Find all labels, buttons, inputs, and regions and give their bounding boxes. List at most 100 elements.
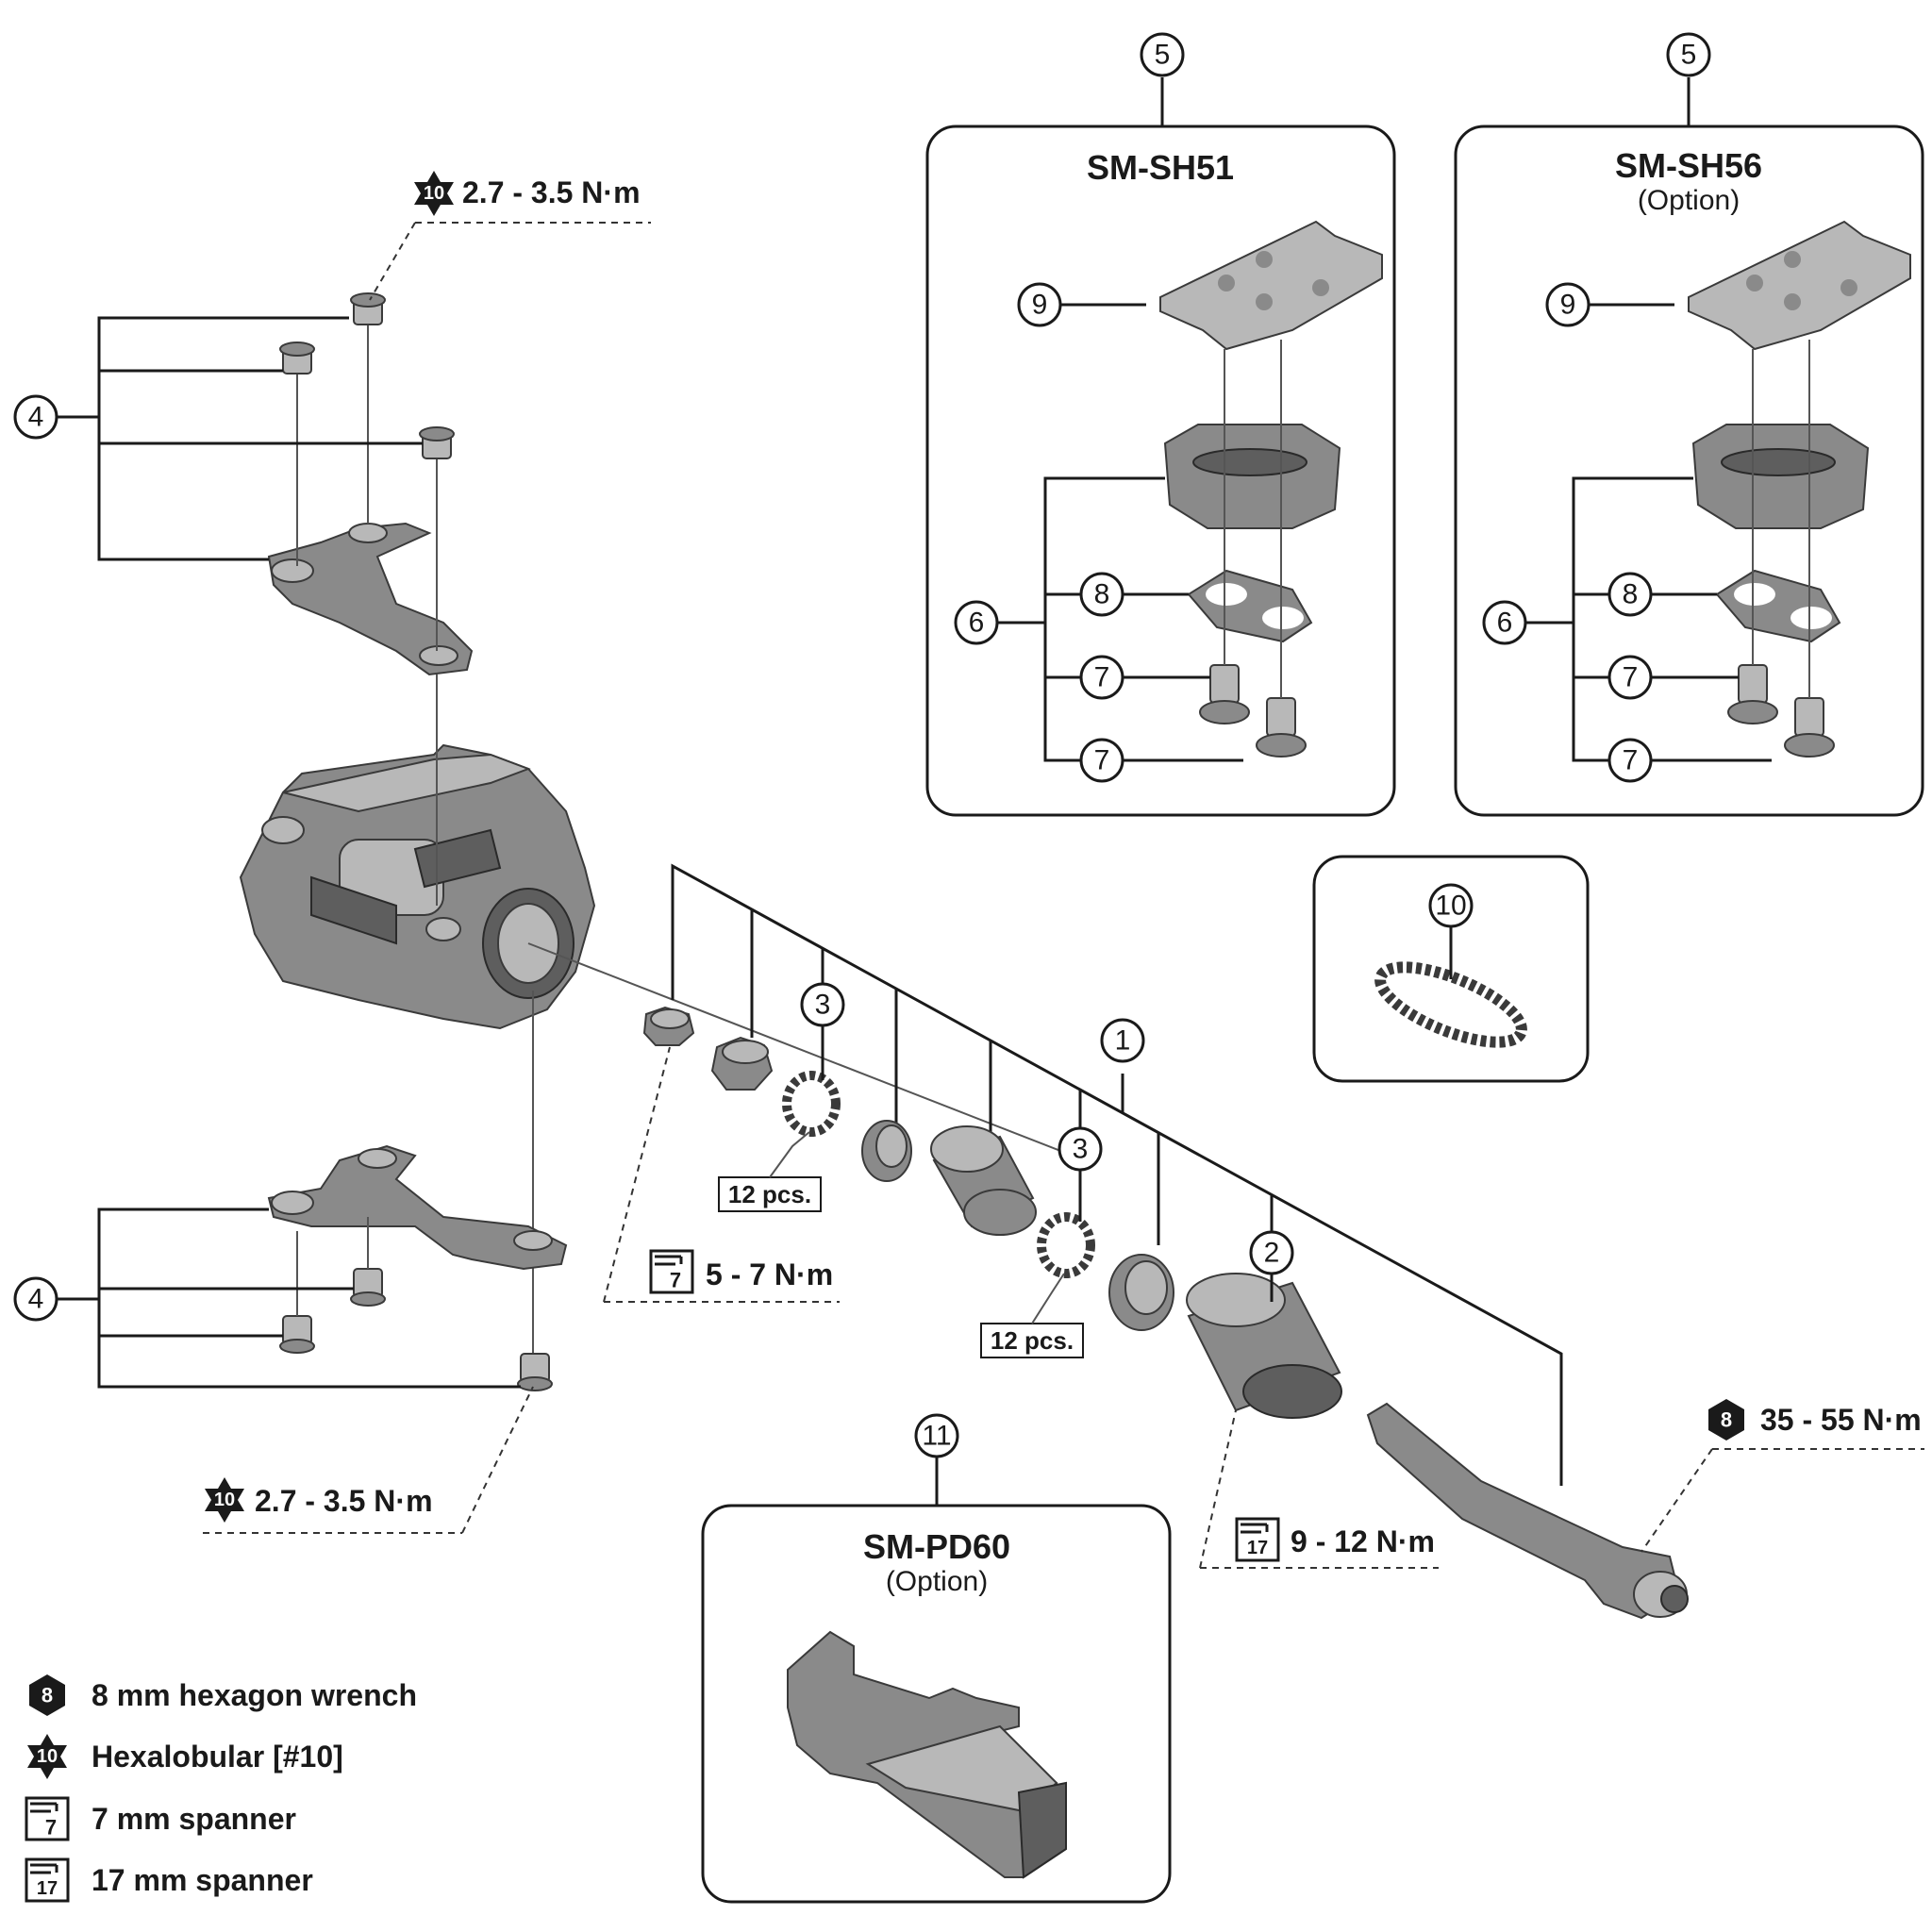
sm-sh51-box: SM-SH51 bbox=[925, 125, 1396, 817]
svg-text:2.7 - 3.5 N·m: 2.7 - 3.5 N·m bbox=[462, 175, 641, 209]
legend-item-spanner7: 7 7 mm spanner bbox=[25, 1796, 296, 1841]
legend: 8 8 mm hexagon wrench 10 Hexalobular [#1… bbox=[25, 1674, 417, 1903]
callout-1: 1 bbox=[1100, 1018, 1145, 1063]
sm-pd60-subtitle: (Option) bbox=[886, 1566, 988, 1597]
svg-text:8 mm hexagon wrench: 8 mm hexagon wrench bbox=[92, 1678, 417, 1712]
part-10-box bbox=[1312, 855, 1590, 1083]
svg-text:6: 6 bbox=[969, 608, 985, 639]
svg-text:Hexalobular [#10]: Hexalobular [#10] bbox=[92, 1740, 343, 1774]
svg-text:17: 17 bbox=[1247, 1538, 1268, 1558]
locknut bbox=[642, 1006, 695, 1046]
sm-sh51-title: SM-SH51 bbox=[1087, 148, 1234, 187]
svg-text:2.7 - 3.5 N·m: 2.7 - 3.5 N·m bbox=[255, 1484, 433, 1518]
callout-6-left-leaders bbox=[995, 476, 1243, 762]
bottom-screw-2 bbox=[279, 1315, 315, 1354]
ball-bearings-2 bbox=[1037, 1212, 1095, 1278]
legend-item-spanner17: 17 17 mm spanner bbox=[25, 1857, 313, 1903]
svg-text:7: 7 bbox=[1623, 662, 1639, 693]
top-screw-1 bbox=[350, 292, 386, 325]
spanner17-torque: 17 9 - 12 N·m bbox=[1199, 1409, 1439, 1569]
ball-bearings-1 bbox=[782, 1071, 841, 1137]
legend-item-hexalobular: 10 Hexalobular [#10] bbox=[27, 1734, 343, 1779]
svg-text:3: 3 bbox=[1073, 1134, 1089, 1165]
axle-center-line bbox=[527, 942, 1086, 1161]
svg-text:10: 10 bbox=[424, 183, 444, 204]
svg-text:7 mm spanner: 7 mm spanner bbox=[92, 1802, 296, 1836]
callout-4-top-leaders bbox=[55, 316, 423, 561]
svg-text:5: 5 bbox=[1155, 40, 1171, 71]
svg-text:8: 8 bbox=[1094, 579, 1110, 610]
svg-text:4: 4 bbox=[28, 402, 44, 433]
bearing-cup-1 bbox=[861, 1120, 912, 1182]
axle-sleeve bbox=[930, 1125, 1037, 1236]
svg-text:1: 1 bbox=[1115, 1025, 1131, 1057]
bottom-screw-1 bbox=[350, 1268, 386, 1307]
svg-text:8: 8 bbox=[1721, 1408, 1732, 1432]
svg-text:17: 17 bbox=[37, 1878, 58, 1899]
svg-text:5 - 7 N·m: 5 - 7 N·m bbox=[706, 1257, 833, 1291]
svg-text:11: 11 bbox=[922, 1421, 951, 1452]
axle-housing bbox=[1186, 1273, 1342, 1419]
callout-6-right-leaders bbox=[1524, 476, 1772, 762]
legend-item-hex8: 8 8 mm hexagon wrench bbox=[29, 1674, 417, 1716]
pedal-body bbox=[239, 743, 596, 1030]
callout-4-bottom: 4 bbox=[13, 1276, 58, 1322]
pieces-label-2: 12 pcs. bbox=[980, 1273, 1084, 1358]
svg-text:12 pcs.: 12 pcs. bbox=[728, 1180, 811, 1208]
callout-9-right: 9 bbox=[1545, 282, 1591, 327]
svg-text:12 pcs.: 12 pcs. bbox=[991, 1326, 1074, 1355]
callout-8-left: 8 bbox=[1079, 572, 1124, 617]
svg-text:7: 7 bbox=[1094, 662, 1110, 693]
spanner7-torque: 7 5 - 7 N·m bbox=[603, 1046, 840, 1303]
top-screw-2 bbox=[279, 341, 315, 375]
svg-text:9 - 12 N·m: 9 - 12 N·m bbox=[1291, 1524, 1435, 1558]
svg-text:2: 2 bbox=[1264, 1238, 1280, 1269]
cone-nut bbox=[710, 1036, 774, 1091]
callout-4-top: 4 bbox=[13, 394, 58, 440]
bottom-hexalobular-torque: 10 2.7 - 3.5 N·m bbox=[203, 1386, 534, 1534]
svg-text:8: 8 bbox=[1623, 579, 1639, 610]
top-binding-plate bbox=[267, 522, 474, 676]
pedal-spindle bbox=[1366, 1402, 1689, 1620]
sm-sh56-box: SM-SH56 (Option) bbox=[1454, 125, 1924, 817]
callout-8-right: 8 bbox=[1607, 572, 1653, 617]
callout-2: 2 bbox=[1249, 1230, 1294, 1275]
svg-text:9: 9 bbox=[1560, 290, 1576, 321]
callout-5-left: 5 bbox=[1140, 32, 1185, 77]
svg-text:9: 9 bbox=[1032, 290, 1048, 321]
callout-5-right: 5 bbox=[1666, 32, 1711, 77]
svg-text:35 - 55 N·m: 35 - 55 N·m bbox=[1760, 1403, 1922, 1437]
top-hexalobular-torque: 10 2.7 - 3.5 N·m bbox=[369, 171, 651, 301]
callout-10: 10 bbox=[1428, 883, 1474, 928]
svg-text:8: 8 bbox=[42, 1684, 53, 1707]
callout-3-top: 3 bbox=[800, 982, 845, 1027]
svg-text:3: 3 bbox=[815, 990, 831, 1021]
callout-7-right-a: 7 bbox=[1607, 655, 1653, 700]
sm-pd60-title: SM-PD60 bbox=[863, 1527, 1010, 1566]
callout-11: 11 bbox=[914, 1413, 959, 1458]
sm-sh56-subtitle: (Option) bbox=[1638, 185, 1740, 216]
svg-text:7: 7 bbox=[45, 1816, 57, 1840]
callout-6-right: 6 bbox=[1482, 600, 1527, 645]
hex8-torque: 8 35 - 55 N·m bbox=[1641, 1399, 1924, 1553]
callout-4-bottom-leaders bbox=[55, 1208, 521, 1389]
callout-7-left-a: 7 bbox=[1079, 655, 1124, 700]
bottom-screw-3 bbox=[517, 1353, 553, 1391]
svg-text:10: 10 bbox=[1435, 891, 1466, 922]
svg-text:7: 7 bbox=[1094, 745, 1110, 776]
bearing-cup-2 bbox=[1108, 1254, 1174, 1331]
svg-text:6: 6 bbox=[1497, 608, 1513, 639]
svg-text:17 mm spanner: 17 mm spanner bbox=[92, 1863, 313, 1897]
svg-text:7: 7 bbox=[1623, 745, 1639, 776]
svg-text:5: 5 bbox=[1681, 40, 1697, 71]
svg-text:10: 10 bbox=[37, 1746, 58, 1767]
bottom-binding-plate bbox=[267, 1144, 568, 1271]
pieces-label-1: 12 pcs. bbox=[718, 1131, 822, 1212]
svg-text:4: 4 bbox=[28, 1284, 44, 1315]
callout-9-left: 9 bbox=[1017, 282, 1062, 327]
sm-pd60-box: SM-PD60 (Option) bbox=[701, 1504, 1172, 1904]
callout-3-bottom: 3 bbox=[1058, 1126, 1103, 1172]
sm-sh56-title: SM-SH56 bbox=[1615, 146, 1762, 185]
svg-text:7: 7 bbox=[670, 1269, 681, 1292]
